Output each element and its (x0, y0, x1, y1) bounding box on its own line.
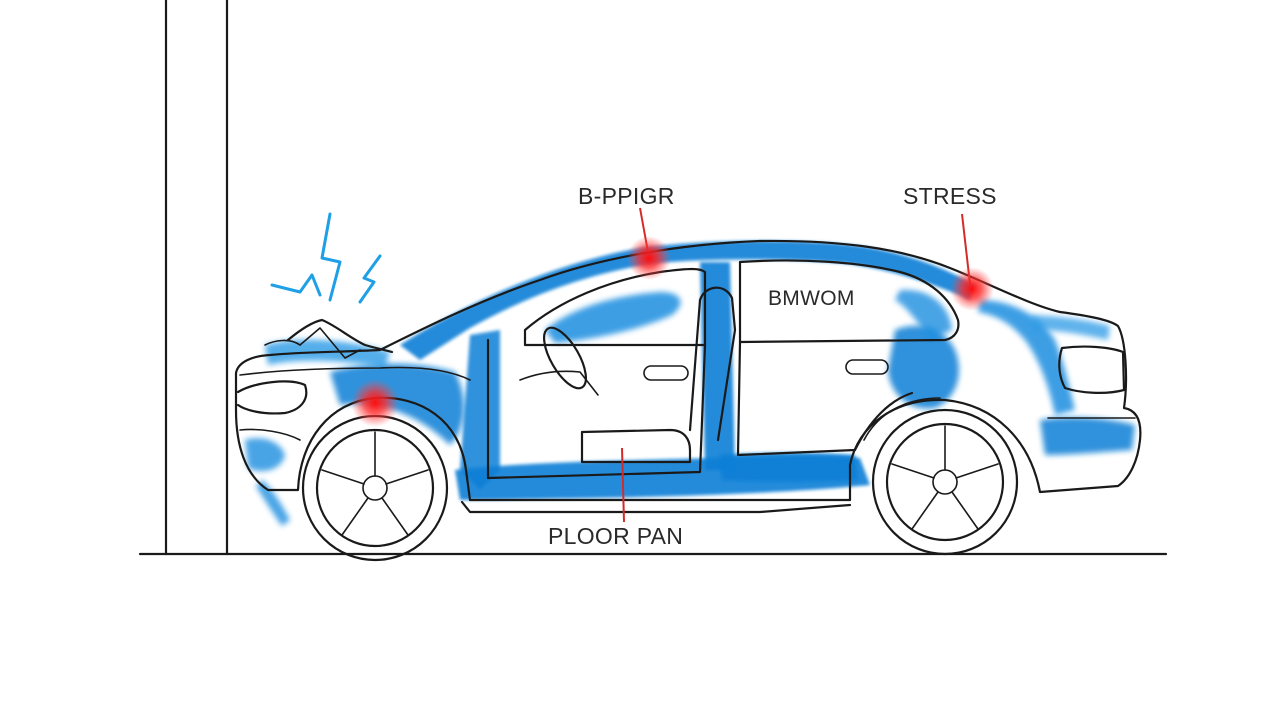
rear-sill-stress (720, 452, 858, 482)
floor-pan-label: PLOOR PAN (548, 523, 683, 549)
trunk-stress (1030, 315, 1110, 340)
rear-body-stress (978, 300, 1075, 415)
floor-pan-leader (621, 447, 625, 523)
stress-overlay (245, 240, 1135, 526)
headlight (236, 380, 308, 415)
rear-door (736, 340, 914, 457)
b-pillar-label: B-PPIGR (578, 183, 675, 209)
taillight (1058, 345, 1126, 394)
crushed-hood (286, 318, 394, 354)
steering-wheel (543, 326, 587, 390)
rear-bumper-stress (1040, 417, 1135, 455)
b-pillar-stress (700, 262, 735, 470)
a-pillar-stress (460, 330, 500, 490)
hotspot-b-pillar (627, 236, 671, 280)
seat (580, 428, 692, 464)
hotspot-front-fender (351, 379, 399, 427)
roof-stress-band (400, 240, 975, 360)
hotspot-rear-roof (950, 267, 994, 311)
barrier-wall (164, 0, 229, 556)
rear-door-handle (845, 359, 889, 375)
hood-stress (265, 339, 390, 368)
front-door (486, 338, 707, 480)
rear-window (738, 259, 960, 344)
bumper-stress (245, 438, 285, 472)
stress-label: STRESS (903, 183, 997, 209)
front-door-handle (643, 365, 689, 381)
rear-wheel (871, 408, 1019, 556)
stress-hotspots (351, 236, 994, 427)
impact-spark-3 (358, 254, 382, 304)
impact-sparks (270, 212, 382, 304)
side-text-label: BMWOM (768, 287, 855, 310)
sill (460, 500, 852, 514)
impact-spark-2 (270, 273, 322, 297)
bumper-stress-2 (256, 480, 290, 526)
impact-spark-1 (320, 212, 342, 302)
car-silhouette (234, 239, 1142, 502)
rear-quarter-stress (888, 325, 959, 409)
front-wheel (301, 414, 449, 562)
c-pillar-stress (895, 289, 952, 340)
windshield-stress (545, 292, 681, 343)
